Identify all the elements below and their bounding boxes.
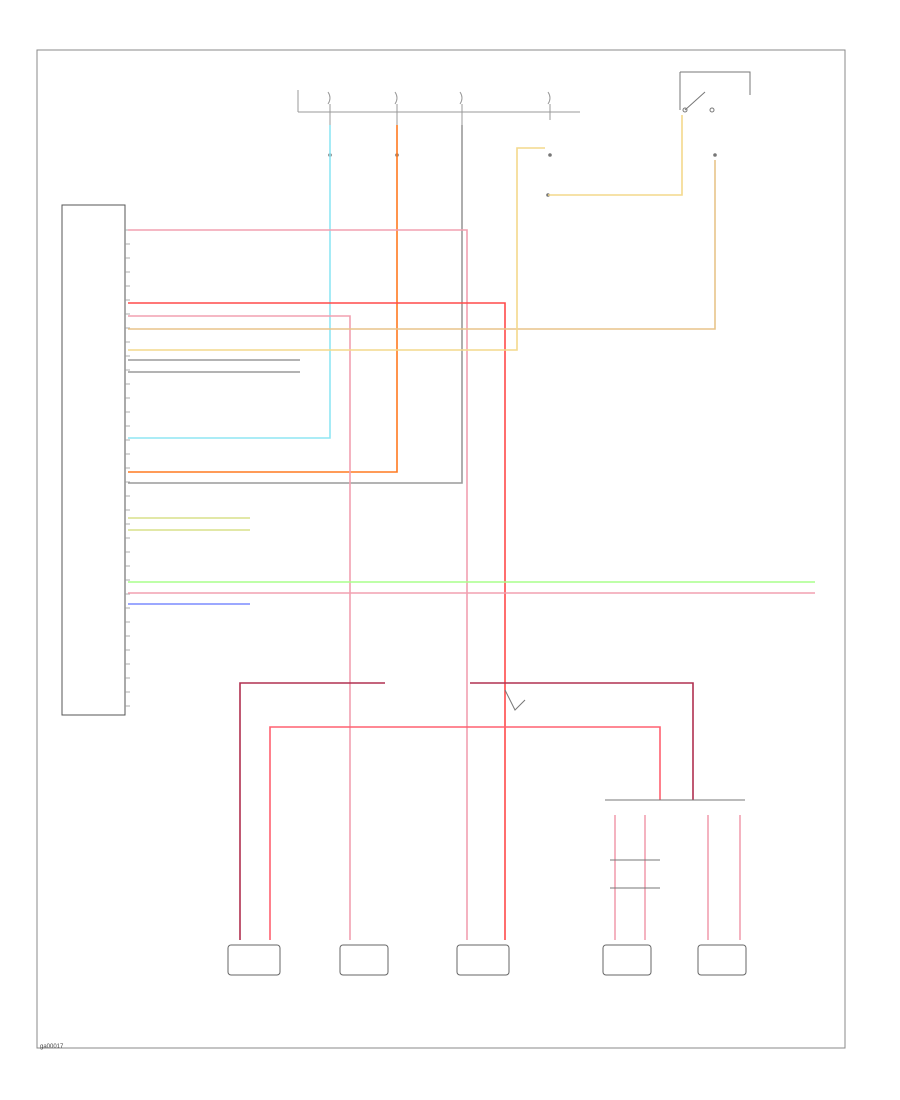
wire-tan bbox=[128, 160, 716, 330]
splice-dot bbox=[328, 153, 717, 197]
top-fuse-bus bbox=[297, 90, 717, 197]
connector-3 bbox=[456, 944, 510, 976]
connector-5 bbox=[697, 944, 747, 976]
module-pin-ticks bbox=[125, 229, 130, 707]
wire-yellow-branch bbox=[548, 115, 683, 196]
wire-pink-mid bbox=[128, 315, 351, 940]
control-module bbox=[61, 204, 130, 716]
switch-top-right bbox=[679, 71, 751, 113]
connector-2 bbox=[339, 944, 389, 976]
switch-block-lower bbox=[504, 689, 745, 889]
connector-4 bbox=[602, 944, 652, 976]
fuse-symbol bbox=[327, 91, 551, 105]
connector-1 bbox=[227, 944, 281, 976]
wire-cyan bbox=[128, 125, 331, 439]
wire-red-lower bbox=[269, 726, 661, 940]
wire-red bbox=[128, 302, 506, 940]
control-module-box bbox=[61, 204, 126, 716]
wire-maroon-right bbox=[470, 682, 694, 800]
wire-yellow bbox=[128, 147, 545, 351]
wire-orange bbox=[128, 125, 398, 473]
wire-pink-top bbox=[128, 229, 468, 940]
fuse-leads bbox=[329, 104, 551, 125]
page-id: ga00017 bbox=[40, 1044, 64, 1050]
bottom-connectors bbox=[227, 944, 747, 976]
wire-maroon bbox=[239, 682, 385, 940]
diagram-frame bbox=[36, 49, 846, 1049]
wire-gray bbox=[128, 125, 463, 484]
